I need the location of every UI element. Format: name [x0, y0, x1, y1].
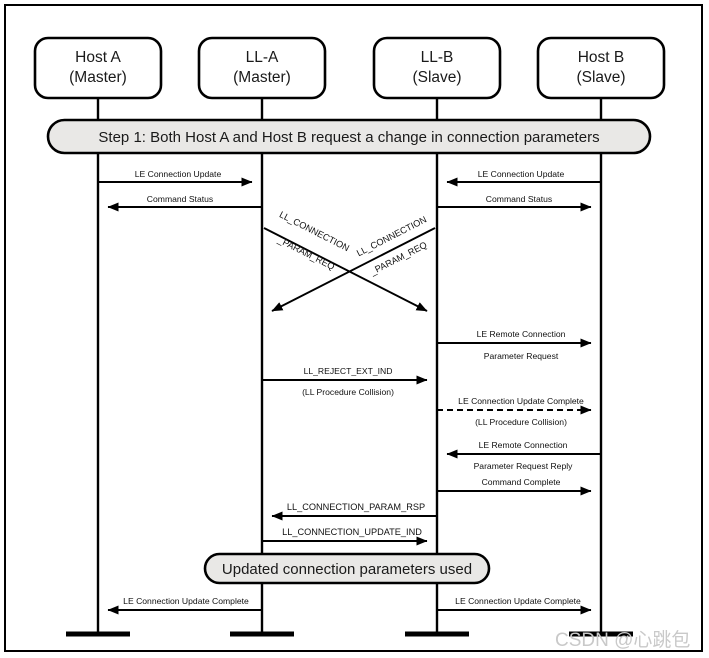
lifeline-head-ll-a[interactable]: LL-A (Master) — [197, 36, 327, 100]
message-ll-reject-ext-ind[interactable]: LL_REJECT_EXT_IND (LL Procedure Collisio… — [262, 366, 428, 397]
message-le-remote-connection-parameter-request-reply[interactable]: LE Remote Connection Parameter Request R… — [446, 440, 601, 471]
message-ll-connection-update-ind[interactable]: LL_CONNECTION_UPDATE_IND — [262, 527, 428, 546]
message-label: LL_CONNECTION_UPDATE_IND — [282, 527, 422, 537]
lifeline-box-host-b — [536, 36, 666, 100]
diagram-frame — [4, 4, 703, 652]
step-banner-text: Step 1: Both Host A and Host B request a… — [98, 129, 599, 146]
message-label-line2: (LL Procedure Collision) — [302, 387, 394, 397]
lifeline-head-ll-b[interactable]: LL-B (Slave) — [372, 36, 502, 100]
message-label: Command Complete — [482, 477, 561, 487]
lifeline-label-host-a-line1: Host A — [75, 49, 121, 66]
message-ll-connection-param-req-b-to-a[interactable]: LL_CONNECTION _PARAM_REQ — [271, 214, 436, 312]
message-ll-connection-param-rsp[interactable]: LL_CONNECTION_PARAM_RSP — [271, 502, 437, 521]
message-le-connection-update-b[interactable]: LE Connection Update — [446, 169, 601, 187]
message-label-line1: LE Connection Update Complete — [458, 396, 584, 406]
lifeline-label-ll-a-line2: (Master) — [233, 69, 291, 86]
lifeline-label-host-b-line2: (Slave) — [576, 69, 625, 86]
message-label-line1: LE Remote Connection — [477, 329, 566, 339]
message-le-remote-connection-parameter-request[interactable]: LE Remote Connection Parameter Request — [437, 329, 592, 361]
message-label: Command Status — [486, 194, 552, 204]
message-label: LE Connection Update Complete — [123, 596, 249, 606]
message-command-status-b[interactable]: Command Status — [437, 194, 592, 212]
lifeline-box-ll-b — [372, 36, 502, 100]
message-label-line1: LE Remote Connection — [479, 440, 568, 450]
message-le-connection-update-complete-b[interactable]: LE Connection Update Complete — [437, 596, 592, 615]
lifeline-head-host-a[interactable]: Host A (Master) — [33, 36, 163, 100]
watermark-text: CSDN @心跳包 — [555, 629, 690, 651]
message-label-line2: Parameter Request Reply — [474, 461, 574, 471]
lifeline-label-ll-b-line2: (Slave) — [412, 69, 461, 86]
lifeline-head-host-b[interactable]: Host B (Slave) — [536, 36, 666, 100]
message-label: LL_CONNECTION_PARAM_RSP — [287, 502, 425, 512]
message-command-complete[interactable]: Command Complete — [437, 477, 592, 496]
note-banner-text: Updated connection parameters used — [222, 561, 472, 578]
lifeline-box-ll-a — [197, 36, 327, 100]
message-label-line2: (LL Procedure Collision) — [475, 417, 567, 427]
lifeline-label-host-a-line2: (Master) — [69, 69, 127, 86]
message-le-connection-update-a[interactable]: LE Connection Update — [98, 169, 253, 187]
message-label-line2: Parameter Request — [484, 351, 559, 361]
note-banner[interactable]: Updated connection parameters used — [203, 552, 491, 585]
message-label: LE Connection Update — [478, 169, 565, 179]
lifeline-label-ll-a-line1: LL-A — [246, 49, 279, 66]
message-command-status-a[interactable]: Command Status — [107, 194, 262, 212]
lifeline-label-host-b-line1: Host B — [578, 49, 625, 66]
lifeline-label-ll-b-line1: LL-B — [421, 49, 454, 66]
message-label: LE Connection Update — [135, 169, 222, 179]
step-banner[interactable]: Step 1: Both Host A and Host B request a… — [46, 118, 652, 155]
message-label: Command Status — [147, 194, 213, 204]
step-banner-shape — [46, 118, 652, 155]
note-banner-shape — [203, 552, 491, 585]
message-le-connection-update-complete-a[interactable]: LE Connection Update Complete — [107, 596, 262, 615]
message-arrow — [271, 227, 436, 312]
lifeline-box-host-a — [33, 36, 163, 100]
message-label: LE Connection Update Complete — [455, 596, 581, 606]
message-le-connection-update-complete-collision[interactable]: LE Connection Update Complete (LL Proced… — [437, 396, 592, 427]
message-label-line1: LL_REJECT_EXT_IND — [304, 366, 393, 376]
message-arrow — [263, 227, 428, 312]
